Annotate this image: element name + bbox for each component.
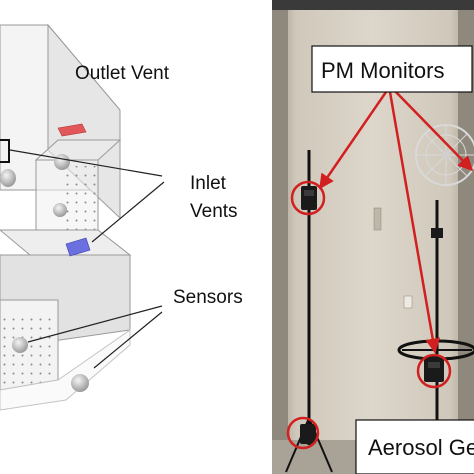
sensor-sphere xyxy=(12,337,28,353)
leader-line xyxy=(93,311,163,369)
photo-panel: PM Monitors Aerosol Ge xyxy=(272,0,474,474)
pm-monitor-circle-left xyxy=(290,180,326,216)
pm-monitors-label-box xyxy=(311,45,473,93)
leader-line xyxy=(27,305,163,343)
sensors-label: Sensors xyxy=(173,287,243,308)
sensor-sphere xyxy=(53,203,67,217)
tripod-stand-left xyxy=(285,150,333,473)
leader-line xyxy=(9,149,163,177)
lower-block-top xyxy=(0,229,132,256)
sensor-sphere xyxy=(71,374,89,392)
leader-line xyxy=(91,181,165,243)
inlet-vent-marker xyxy=(65,237,91,257)
wall-outlet xyxy=(403,295,413,309)
aerosol-generator-circle xyxy=(286,416,320,450)
outlet-vent-label: Outlet Vent xyxy=(75,63,170,84)
wall-vent xyxy=(373,207,382,231)
inlet-vents-label-line1: Inlet xyxy=(190,173,227,194)
pointer-arrow xyxy=(318,91,388,190)
fan xyxy=(415,124,474,186)
sensor-sphere xyxy=(54,154,70,170)
door-jamb-right xyxy=(458,10,474,450)
inlet-vent-highlight xyxy=(0,139,10,163)
outlet-vent-marker xyxy=(57,123,87,137)
aerosol-generator-label-box xyxy=(355,419,474,474)
aerosol-generator-label: Aerosol Ge xyxy=(368,435,474,460)
duct-box-side xyxy=(34,139,122,161)
room-diagram: Outlet Vent Inlet Vents Sensors xyxy=(0,23,243,411)
inlet-vents-label-line2: Vents xyxy=(190,201,238,222)
pm-monitor-circle-center xyxy=(416,353,452,389)
sensor-sphere xyxy=(0,169,16,187)
pointer-arrow xyxy=(393,89,474,172)
door-jamb-left xyxy=(272,10,288,450)
ceiling xyxy=(272,0,474,10)
pm-monitors-label: PM Monitors xyxy=(321,58,444,83)
pointer-arrow xyxy=(388,91,441,354)
floor xyxy=(0,329,131,411)
